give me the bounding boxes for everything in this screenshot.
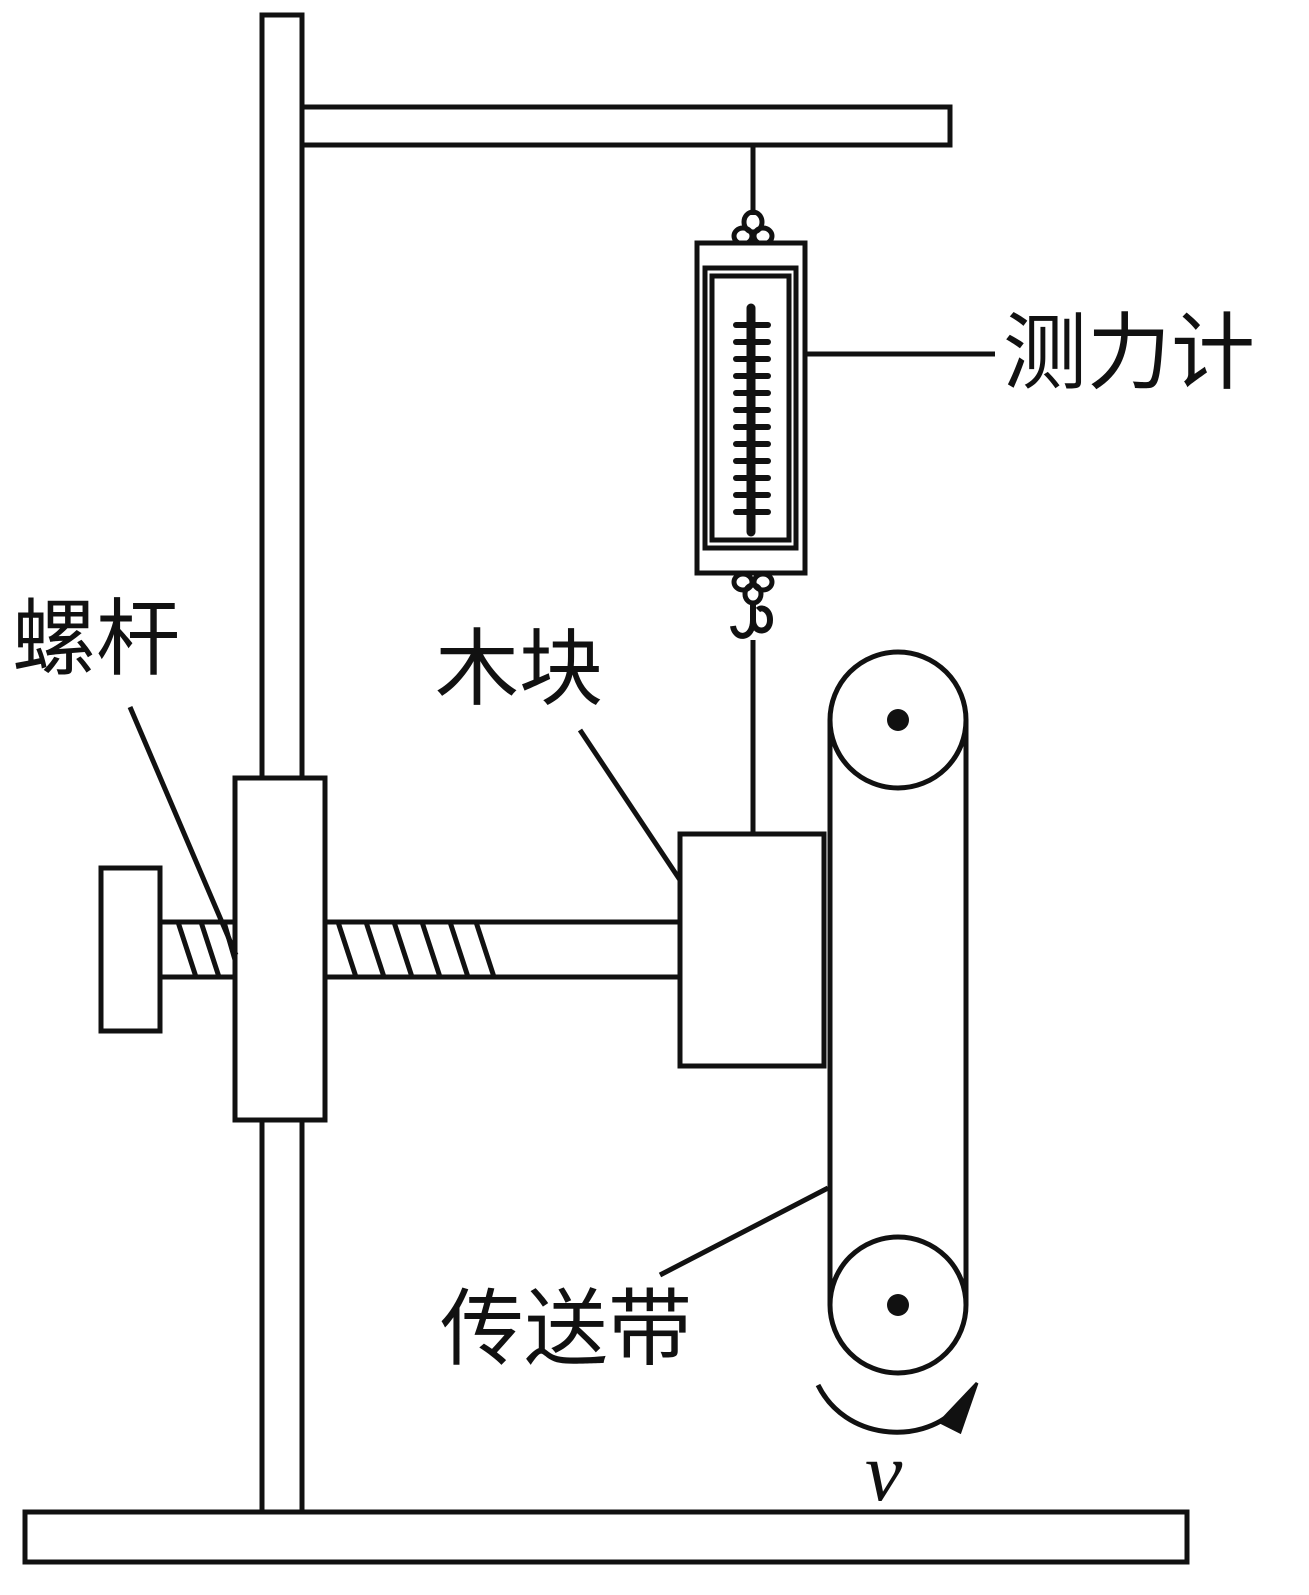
vertical-pole — [259, 12, 305, 1515]
conveyor-belt-leader — [658, 1185, 830, 1278]
top-arm — [299, 104, 953, 148]
upper-axle — [887, 709, 909, 731]
base-plate — [22, 1509, 1190, 1565]
gauge-top-hook — [731, 209, 775, 247]
wood-block-leader — [577, 728, 683, 882]
gauge-bottom-hook — [730, 571, 775, 639]
force-gauge-label: 测力计 — [1003, 304, 1255, 402]
velocity-label: v — [865, 1426, 903, 1519]
lower-axle — [887, 1294, 909, 1316]
wood-block — [677, 831, 827, 1069]
gauge-scale — [733, 303, 771, 537]
wood-block-label: 木块 — [435, 620, 603, 718]
rotation-arrow — [815, 1381, 979, 1435]
conveyor-belt-label: 传送带 — [440, 1280, 692, 1378]
screw-knob — [98, 865, 163, 1034]
screw-rod-label: 螺杆 — [12, 590, 180, 688]
pole-clamp — [232, 775, 328, 1123]
screw-rod-leader — [127, 706, 239, 956]
conveyor-belt — [827, 649, 969, 1376]
